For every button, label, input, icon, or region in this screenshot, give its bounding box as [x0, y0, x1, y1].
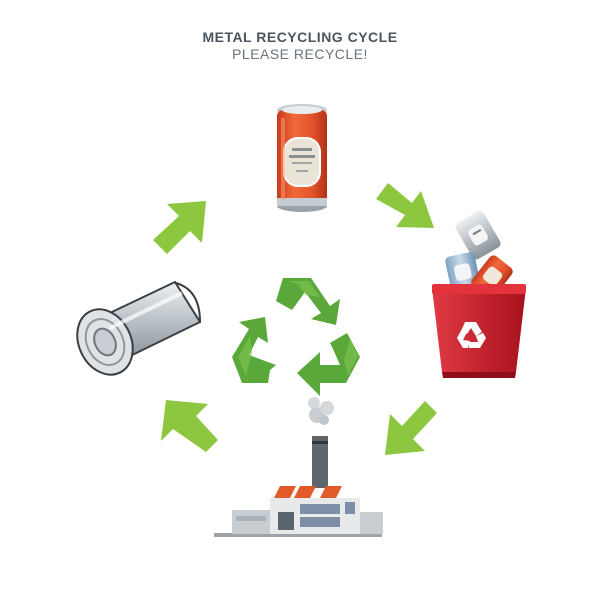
arrow-can-to-bin [376, 183, 434, 228]
recycle-icon [232, 278, 360, 396]
diagram-subtitle: PLEASE RECYCLE! [232, 46, 368, 62]
aluminum-can [277, 104, 327, 212]
bin-can-silver-top [455, 210, 501, 260]
recycling-bin [432, 210, 526, 378]
diagram-title: METAL RECYCLING CYCLE [202, 29, 398, 45]
arrow-factory-to-roll [161, 400, 218, 452]
arrow-roll-to-can [153, 201, 206, 254]
bin-recycle-icon [457, 322, 486, 348]
recycling-factory [214, 397, 383, 537]
metal-roll [76, 280, 202, 376]
arrow-bin-to-factory [385, 401, 437, 455]
